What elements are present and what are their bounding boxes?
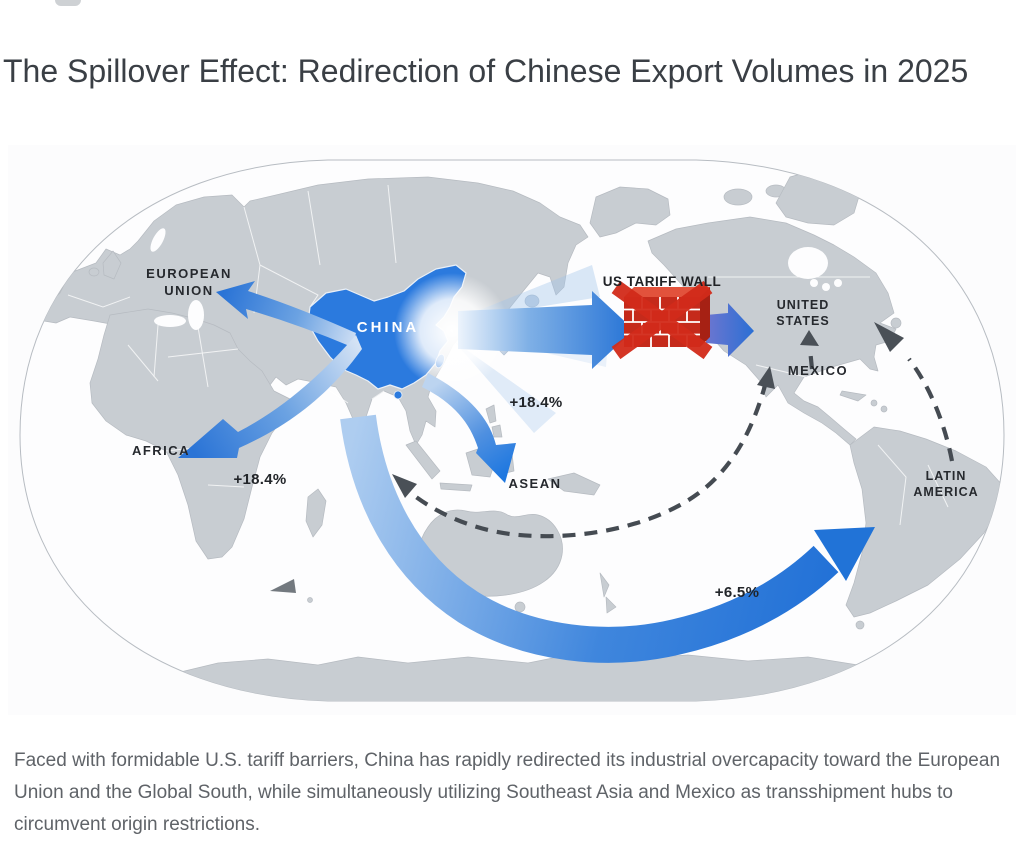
inland-seas xyxy=(150,228,842,330)
island-java xyxy=(439,482,473,492)
island-philippines xyxy=(485,404,503,438)
label-european-union-line1: EUROPEAN xyxy=(146,266,232,281)
dashed-route-asean-mexico xyxy=(410,381,769,539)
dashed-route-mexico-us xyxy=(807,348,815,370)
flow-arrow-africa xyxy=(178,335,362,458)
world-map-panel: EUROPEAN UNION CHINA US TARIFF WALL UNIT… xyxy=(8,145,1016,715)
label-united-states-line1: UNITED xyxy=(777,298,830,312)
arctic-island xyxy=(723,188,753,206)
island-sumatra xyxy=(405,440,441,480)
country-borders xyxy=(67,184,949,526)
island-uk xyxy=(102,250,122,280)
map-labels: EUROPEAN UNION CHINA US TARIFF WALL UNIT… xyxy=(132,266,978,601)
label-latin-america-line1: LATIN xyxy=(926,469,967,483)
island-tierra-del-fuego xyxy=(855,620,865,630)
blocked-cross-icon xyxy=(611,280,713,360)
cropped-ui-fragment xyxy=(55,0,81,6)
island-cuba xyxy=(839,390,867,402)
pct-africa: +18.4% xyxy=(233,471,286,488)
tariff-wall-icon xyxy=(611,280,713,360)
small-island xyxy=(307,597,313,603)
dashed-route-arrowheads xyxy=(392,322,904,498)
flow-arrow-european-union xyxy=(216,281,356,347)
label-united-states-line2: STATES xyxy=(776,314,829,328)
caribbean-island xyxy=(880,405,888,413)
world-map: EUROPEAN UNION CHINA US TARIFF WALL UNIT… xyxy=(19,159,1005,702)
pct-asean: +18.4% xyxy=(509,394,562,411)
flow-arrow-latin-america xyxy=(340,414,875,663)
dashed-routes xyxy=(410,348,955,539)
label-us-tariff-wall: US TARIFF WALL xyxy=(603,274,721,289)
island-madagascar xyxy=(305,488,327,538)
island-iceland xyxy=(55,211,75,223)
continent-antarctica xyxy=(157,654,871,701)
small-dark-islet xyxy=(270,579,296,593)
label-china: CHINA xyxy=(357,319,420,336)
caribbean-island xyxy=(870,399,878,407)
label-africa: AFRICA xyxy=(132,443,190,458)
island-new-guinea xyxy=(547,472,601,496)
continent-north-america xyxy=(647,216,897,446)
continent-africa xyxy=(89,308,301,560)
island-new-zealand xyxy=(599,572,617,614)
label-asean: ASEAN xyxy=(508,476,561,491)
dashed-route-latam-us xyxy=(907,357,955,462)
page-title: The Spillover Effect: Redirection of Chi… xyxy=(3,53,969,90)
label-european-union-line2: UNION xyxy=(164,283,213,298)
island-tasmania xyxy=(514,601,526,613)
flow-arrow-asean xyxy=(422,373,516,483)
island-newfoundland xyxy=(890,317,902,329)
label-mexico: MEXICO xyxy=(788,363,848,378)
island-ireland xyxy=(88,267,100,277)
flow-arrow-united-states xyxy=(706,303,754,357)
caption: Faced with formidable U.S. tariff barrie… xyxy=(14,750,1001,835)
island-hainan xyxy=(393,390,403,400)
pct-latin-america: +6.5% xyxy=(715,584,759,601)
label-latin-america-line2: AMERICA xyxy=(913,485,978,499)
flow-arrow-to-wall xyxy=(458,291,634,369)
region-alaska xyxy=(589,186,671,238)
